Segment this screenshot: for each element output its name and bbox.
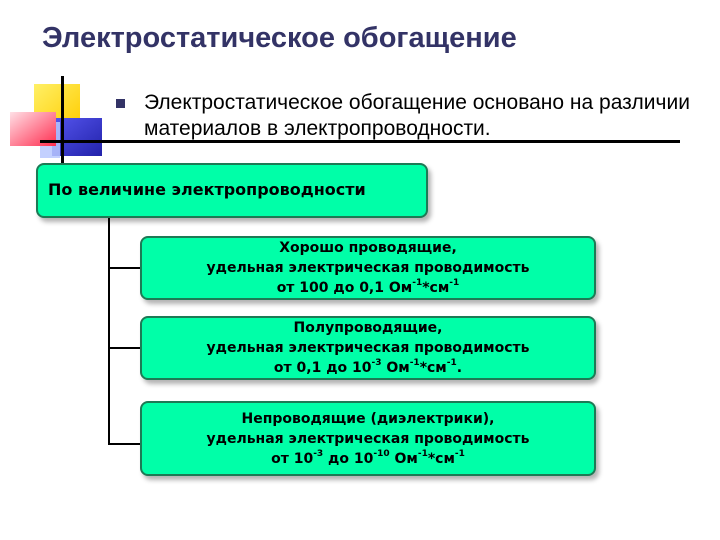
node-dielectrics: Непроводящие (диэлектрики), удельная эле… [140,401,596,476]
bullet-square-icon [116,99,125,108]
tree-connector-branch-2 [108,347,142,349]
node-2-line-1: Полупроводящие, [293,320,443,336]
node-semiconductors: Полупроводящие, удельная электрическая п… [140,316,596,380]
blue-square [52,118,102,156]
node-3-line-3: от 10-3 до 10-10 Ом-1*см-1 [271,448,465,467]
node-3-line-2: удельная электрическая проводимость [206,430,530,447]
node-1-line-2: удельная электрическая проводимость [206,260,530,276]
horizontal-rule [40,140,680,143]
node-1-line-3: от 100 до 0,1 Ом-1*см-1 [276,278,460,296]
tree-connector-branch-3 [108,443,142,445]
node-2-line-3: от 0,1 до 10-3 Ом-1*см-1. [273,358,463,376]
node-2-line-2: удельная электрическая проводимость [206,340,530,356]
vertical-line [61,76,64,164]
root-node-box: По величине электропроводности [36,163,428,218]
node-1-line-1: Хорошо проводящие, [279,240,457,256]
decorative-squares [10,76,102,164]
tree-connector-vertical [108,218,110,444]
tree-connector-branch-1 [108,267,142,269]
node-good-conductors: Хорошо проводящие, удельная электрическа… [140,236,596,300]
bullet-text: Электростатическое обогащение основано н… [144,91,690,140]
slide-title: Электростатическое обогащение [42,22,517,54]
node-3-line-1: Непроводящие (диэлектрики), [241,410,495,427]
